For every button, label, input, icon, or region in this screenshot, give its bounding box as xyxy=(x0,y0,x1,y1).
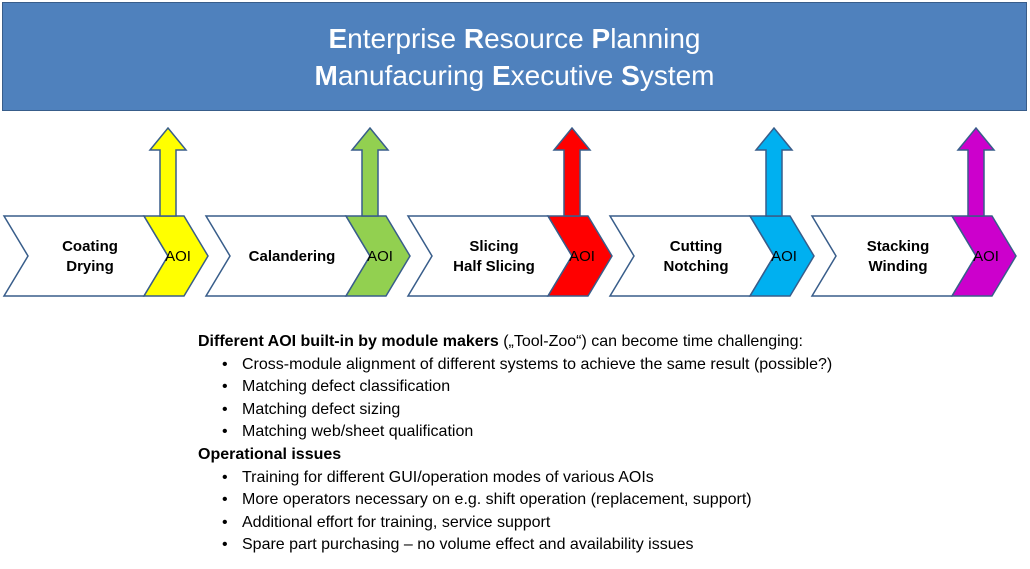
process-step-chevron xyxy=(406,215,573,297)
process-step-label: Half Slicing xyxy=(453,258,535,275)
aoi-label: AOI xyxy=(771,248,797,265)
aoi-chevron xyxy=(142,215,209,297)
aoi-chevron xyxy=(344,215,411,297)
aoi-chevron xyxy=(546,215,613,297)
banner-cap: E xyxy=(328,22,348,54)
banner-cap: P xyxy=(591,22,611,54)
banner-word: ystem xyxy=(639,59,715,91)
process-step-label: Notching xyxy=(664,258,729,275)
aoi-label: AOI xyxy=(569,248,595,265)
banner-word: nterprise xyxy=(347,22,464,54)
bullet-item: Additional effort for training, service … xyxy=(222,512,1018,535)
section-heading-operational: Operational issues xyxy=(198,444,1018,467)
aoi-upload-arrow xyxy=(754,126,794,217)
banner-cap: E xyxy=(491,59,511,91)
bullet-item: Training for different GUI/operation mod… xyxy=(222,467,1018,490)
process-step-label: Coating xyxy=(62,238,118,255)
bullet-item: Matching defect sizing xyxy=(222,399,1018,422)
notes-panel: Different AOI built-in by module makers … xyxy=(198,331,1018,557)
aoi-upload-arrow xyxy=(956,126,996,217)
bullet-item: Matching defect classification xyxy=(222,376,1018,399)
erp-mes-banner: Enterprise Resource Planning Manufacurin… xyxy=(2,2,1027,111)
process-step-chevron xyxy=(2,215,169,297)
heading-bold: Operational issues xyxy=(198,445,342,463)
heading-bold: Different AOI built-in by module makers xyxy=(198,333,499,350)
aoi-upload-arrow xyxy=(350,126,390,217)
banner-word: xecutive xyxy=(510,59,622,91)
aoi-label: AOI xyxy=(367,248,393,265)
section-heading-aoi: Different AOI built-in by module makers … xyxy=(198,331,1018,354)
bullet-item: More operators necessary on e.g. shift o… xyxy=(222,489,1018,512)
banner-cap: S xyxy=(621,59,640,91)
aoi-chevron xyxy=(748,215,815,297)
process-step-chevron xyxy=(810,215,977,297)
bullet-item: Spare part purchasing – no volume effect… xyxy=(222,534,1018,557)
bullet-item: Cross-module alignment of different syst… xyxy=(222,354,1018,377)
process-step-label: Winding xyxy=(868,258,927,275)
banner-line-mes: Manufacuring Executive System xyxy=(315,57,715,94)
banner-cap: M xyxy=(314,59,338,91)
process-step-label: Calandering xyxy=(249,248,336,265)
bullet-item: Matching web/sheet qualification xyxy=(222,421,1018,444)
process-step-label: Slicing xyxy=(469,238,518,255)
aoi-label: AOI xyxy=(973,248,999,265)
heading-rest: („Tool-Zoo“) can become time challenging… xyxy=(498,333,803,350)
process-step-label: Stacking xyxy=(867,238,930,255)
aoi-upload-arrow xyxy=(552,126,592,217)
banner-word: lanning xyxy=(610,22,701,54)
banner-line-erp: Enterprise Resource Planning xyxy=(328,20,700,57)
banner-word: anufacuring xyxy=(337,59,492,91)
banner-cap: R xyxy=(463,22,485,54)
process-step-label: Drying xyxy=(66,258,114,275)
process-step-chevron xyxy=(608,215,775,297)
process-step-label: Cutting xyxy=(670,238,722,255)
banner-word: esource xyxy=(484,22,592,54)
aoi-label: AOI xyxy=(165,248,191,265)
bullet-list-aoi: Cross-module alignment of different syst… xyxy=(198,354,1018,444)
aoi-upload-arrow xyxy=(148,126,188,217)
aoi-chevron xyxy=(950,215,1017,297)
bullet-list-operational: Training for different GUI/operation mod… xyxy=(198,467,1018,557)
